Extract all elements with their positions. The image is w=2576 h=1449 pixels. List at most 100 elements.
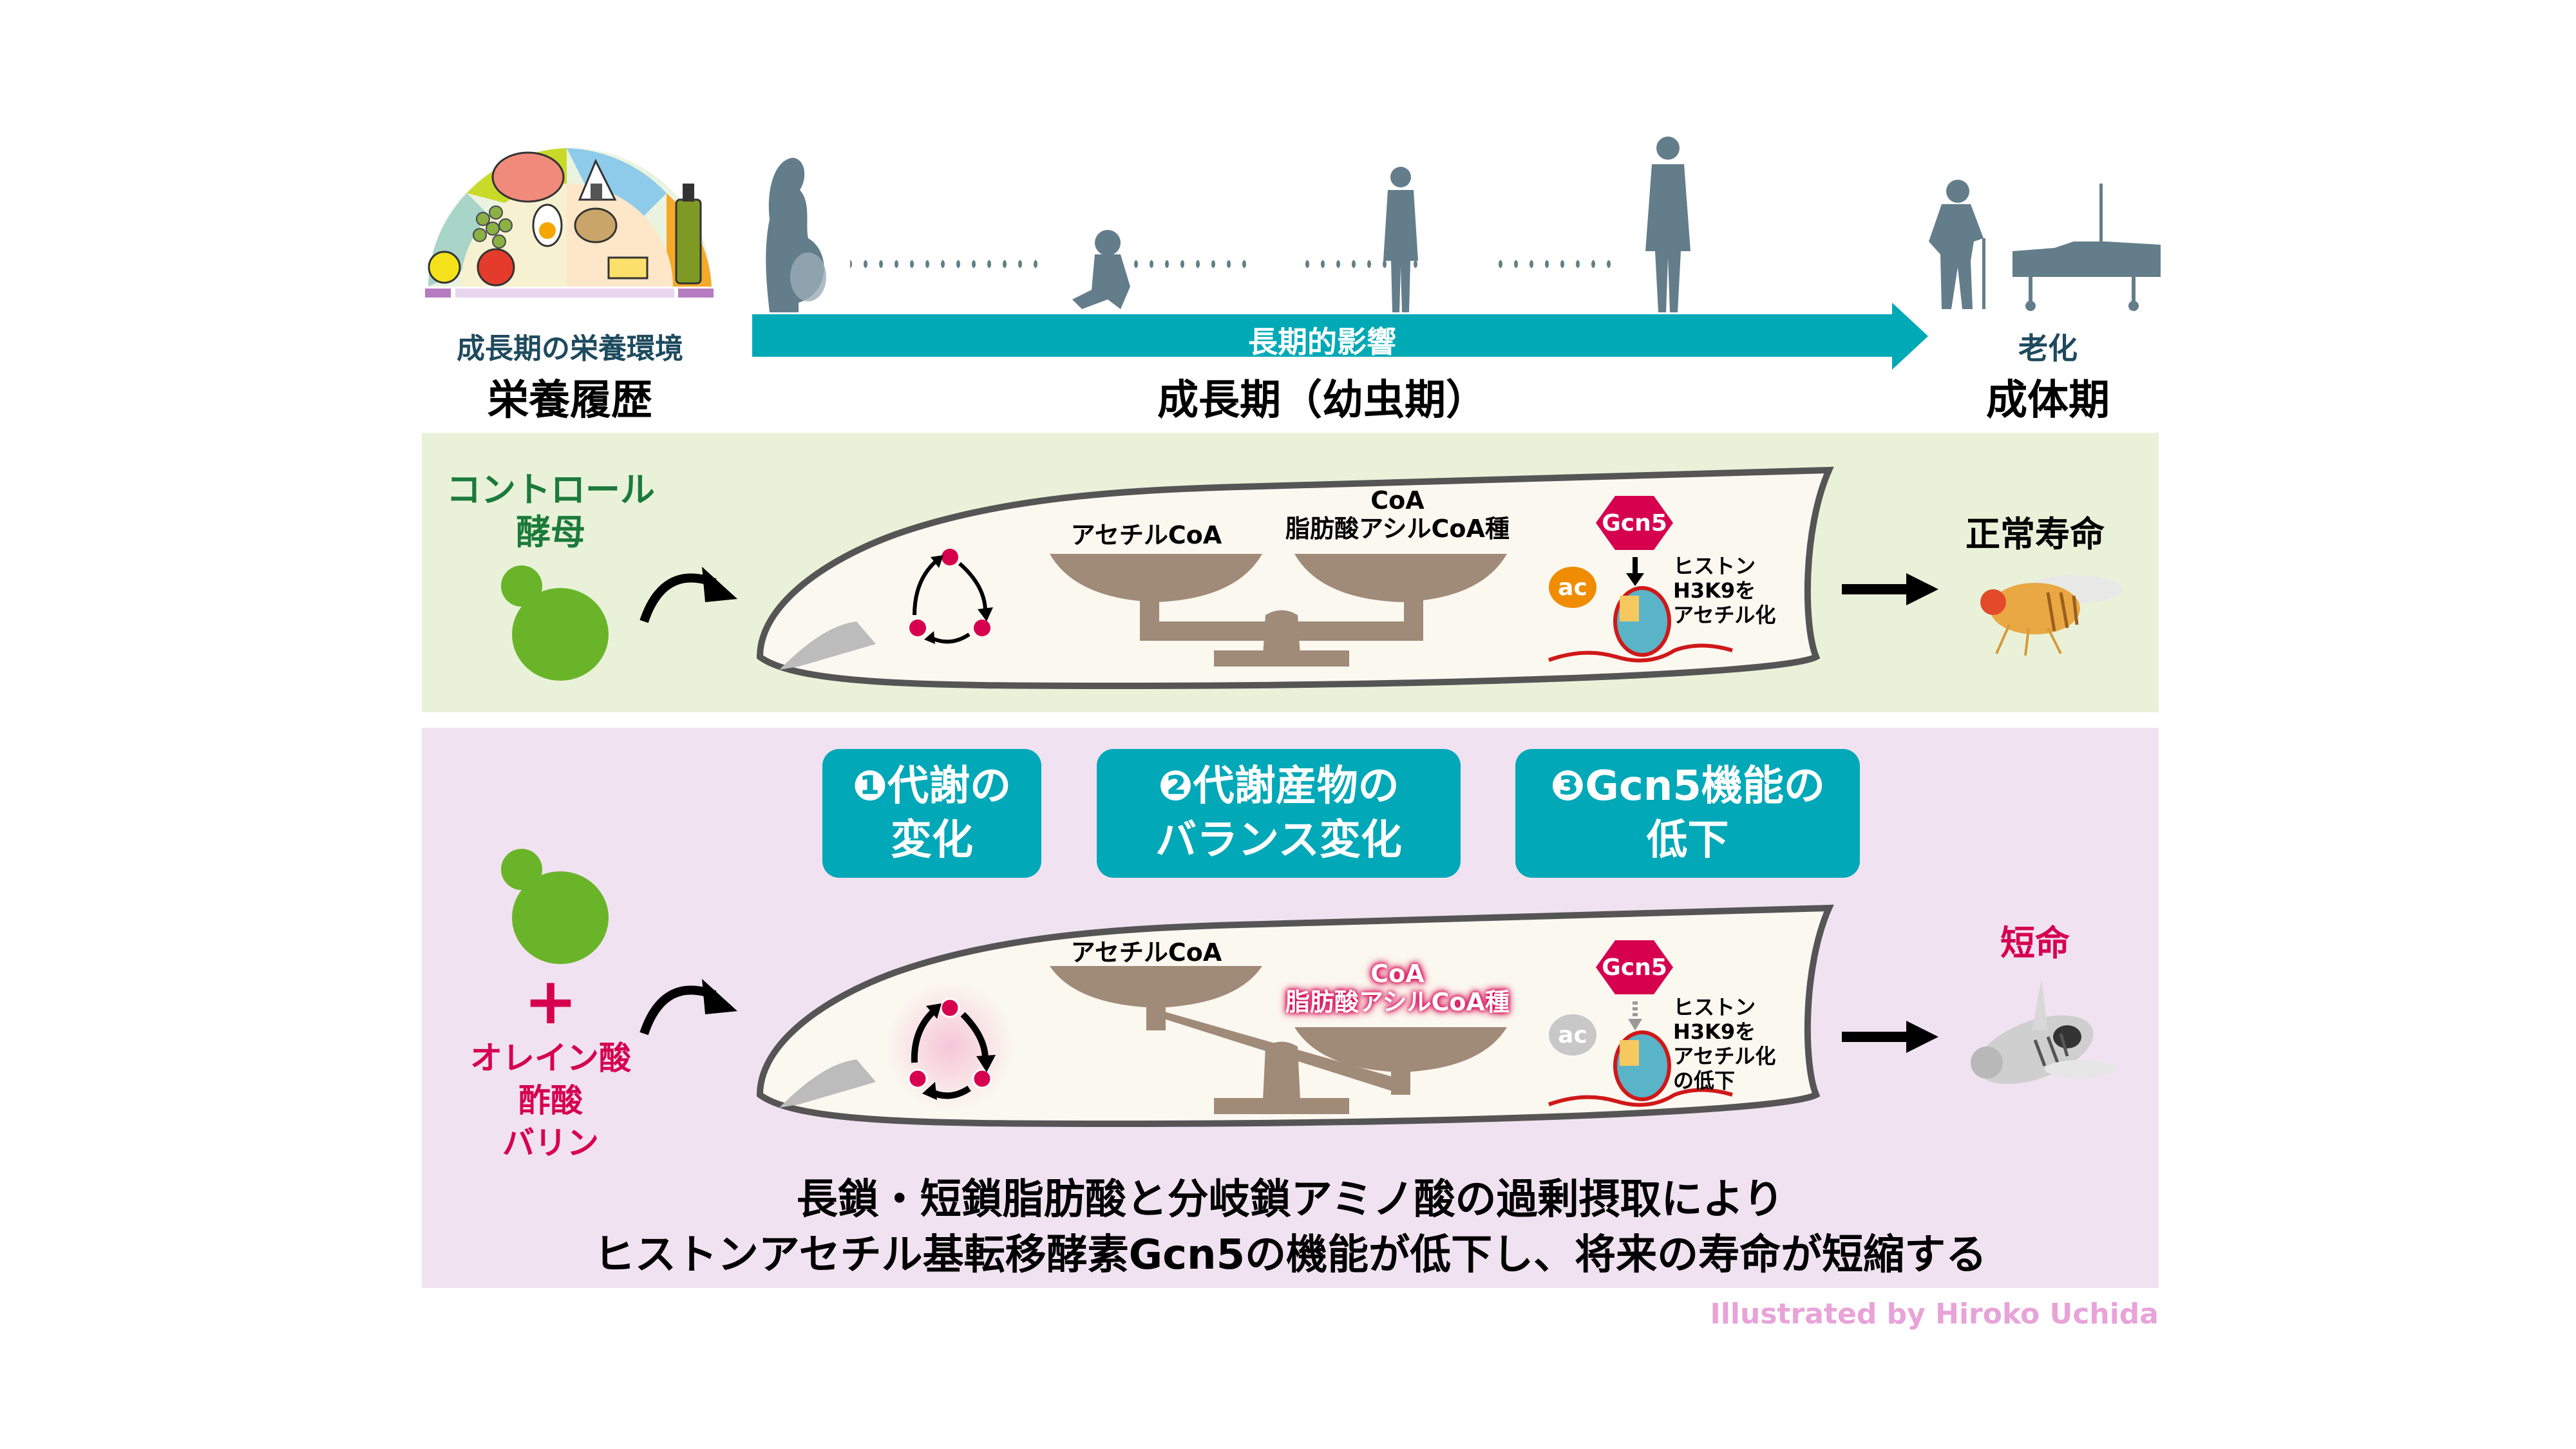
curved-arrow-icon xyxy=(639,979,737,1036)
timeline-dot xyxy=(1560,260,1564,268)
timeline-dot xyxy=(850,260,852,268)
timeline-dot xyxy=(1003,260,1007,268)
nutrition-history-title: 栄養履歴 xyxy=(488,377,652,424)
timeline-dot xyxy=(1227,260,1231,268)
food-wheel-icon xyxy=(425,148,714,298)
timeline-dot xyxy=(941,260,945,268)
step-metabolism-change: ❶代謝の 変化 xyxy=(822,749,1041,878)
timeline-dots xyxy=(850,260,1611,268)
step-2-line1: ❷代謝産物の xyxy=(1158,762,1399,810)
coa-label-line2: 脂肪酸アシルCoA種 xyxy=(1285,515,1510,543)
step-metabolite-balance-change: ❷代謝産物の バランス変化 xyxy=(1097,749,1461,878)
gcn5-enzyme-control: Gcn5 xyxy=(1596,496,1673,550)
acetyl-group-icon-excess: ac xyxy=(1549,1014,1596,1056)
timeline-dot xyxy=(1591,260,1595,268)
timeline-dot xyxy=(895,260,898,268)
down-arrow-icon xyxy=(1626,557,1644,586)
histone-label-excess: ヒストン H3K9を アセチル化 の低下 xyxy=(1673,995,1815,1093)
timeline-dot xyxy=(925,260,929,268)
elderly-with-cane-icon xyxy=(1929,180,1985,309)
histone-line: ヒストン xyxy=(1673,554,1756,578)
illustrator-credit: Illustrated by Hiroko Uchida xyxy=(1710,1298,2159,1331)
excess-nutrients-label: オレイン酸 酢酸 バリン xyxy=(431,1037,670,1164)
short-lifespan-label: 短命 xyxy=(2000,923,2070,963)
timeline-dot xyxy=(1352,260,1356,268)
nutrient-oleic-acid: オレイン酸 xyxy=(470,1039,631,1077)
timeline-dot xyxy=(1211,260,1215,268)
timeline-dot xyxy=(972,260,976,268)
nutrient-valine: バリン xyxy=(502,1124,599,1162)
timeline-dot xyxy=(864,260,867,268)
adult-icon xyxy=(1645,137,1690,312)
timeline-dot xyxy=(956,260,960,268)
timeline-dot xyxy=(987,260,991,268)
timeline-dot xyxy=(1383,260,1387,268)
right-arrow-icon xyxy=(1842,573,1938,605)
summary-text: 長鎖・短鎖脂肪酸と分岐鎖アミノ酸の過剰摂取により ヒストンアセチル基転移酵素Gc… xyxy=(422,1172,2159,1283)
timeline-dot xyxy=(1196,260,1200,268)
healthy-fly-icon xyxy=(1980,575,2122,656)
histone-line: H3K9を xyxy=(1673,578,1756,603)
nucleosome-icon-excess xyxy=(1548,1030,1733,1107)
long-term-effect-label: 長期的影響 xyxy=(1248,325,1396,359)
timeline-dot xyxy=(1165,260,1169,268)
long-term-effect-arrow xyxy=(752,314,1892,357)
timeline-dot xyxy=(1414,260,1417,268)
timeline-dot xyxy=(1576,260,1580,268)
growth-period-title: 成長期（幼虫期） xyxy=(1157,377,1487,424)
timeline-dot xyxy=(1242,260,1246,268)
step-1-line1: ❶代謝の xyxy=(852,762,1012,810)
histone-line: H3K9を xyxy=(1673,1019,1756,1044)
summary-line2: ヒストンアセチル基転移酵素Gcn5の機能が低下し、将来の寿命が短縮する xyxy=(593,1231,1987,1279)
right-arrow-icon xyxy=(1842,1021,1938,1053)
dashed-down-arrow-icon xyxy=(1628,1001,1642,1030)
summary-line1: 長鎖・短鎖脂肪酸と分岐鎖アミノ酸の過剰摂取により xyxy=(796,1176,1785,1224)
histone-label-control: ヒストン H3K9を アセチル化 xyxy=(1673,554,1815,627)
coa-label-control: CoA 脂肪酸アシルCoA種 xyxy=(1275,486,1520,543)
timeline-dot xyxy=(1398,260,1402,268)
timeline-dot xyxy=(1305,260,1309,268)
histone-line: の低下 xyxy=(1673,1068,1736,1093)
step-1-line2: 変化 xyxy=(891,817,973,864)
nutrient-acetic-acid: 酢酸 xyxy=(518,1082,583,1119)
nucleosome-icon-control xyxy=(1548,586,1733,663)
histone-line: アセチル化 xyxy=(1673,1044,1776,1068)
metabolic-cycle-control xyxy=(909,549,993,644)
timeline-dot xyxy=(1607,260,1611,268)
timeline-dot xyxy=(1180,260,1184,268)
yeast-icon xyxy=(501,565,609,681)
acetyl-coa-label-control: アセチルCoA xyxy=(1070,521,1222,549)
timeline-dot xyxy=(1134,260,1138,268)
hospital-bed-icon xyxy=(2012,184,2161,311)
step-gcn5-function-decline: ❸Gcn5機能の 低下 xyxy=(1515,749,1860,878)
timeline-dot xyxy=(910,260,914,268)
timeline-dot xyxy=(1150,260,1153,268)
baby-icon xyxy=(1072,230,1130,309)
acetyl-group-icon-control: ac xyxy=(1549,567,1596,608)
curved-arrow-icon xyxy=(639,567,737,623)
gcn5-enzyme-excess: Gcn5 xyxy=(1596,940,1673,994)
plus-icon: + xyxy=(524,963,578,1039)
timeline-dot xyxy=(879,260,883,268)
timeline-dot xyxy=(1545,260,1549,268)
histone-line: アセチル化 xyxy=(1673,603,1776,627)
step-2-line2: バランス変化 xyxy=(1155,817,1402,864)
timeline-dot xyxy=(1499,260,1502,268)
timeline-dot xyxy=(1514,260,1518,268)
coa-label-line1: CoA xyxy=(1370,960,1425,988)
control-label-line2: 酵母 xyxy=(516,512,585,553)
yeast-icon xyxy=(501,849,609,964)
control-label-line1: コントロール xyxy=(446,469,655,510)
arrow-head-icon xyxy=(1892,303,1928,370)
control-diet-label: コントロール 酵母 xyxy=(431,469,670,554)
larva-body-excess xyxy=(756,904,1834,1128)
aging-label: 老化 xyxy=(2018,331,2078,366)
timeline-dot xyxy=(1336,260,1340,268)
child-icon xyxy=(1383,167,1418,312)
histone-line: ヒストン xyxy=(1673,995,1756,1019)
step-3-line2: 低下 xyxy=(1646,817,1729,864)
timeline-dot xyxy=(1367,260,1371,268)
nutrition-environment-label: 成長期の栄養環境 xyxy=(457,332,683,365)
step-3-line1: ❸Gcn5機能の xyxy=(1550,762,1825,810)
timeline-dot xyxy=(1119,260,1122,268)
